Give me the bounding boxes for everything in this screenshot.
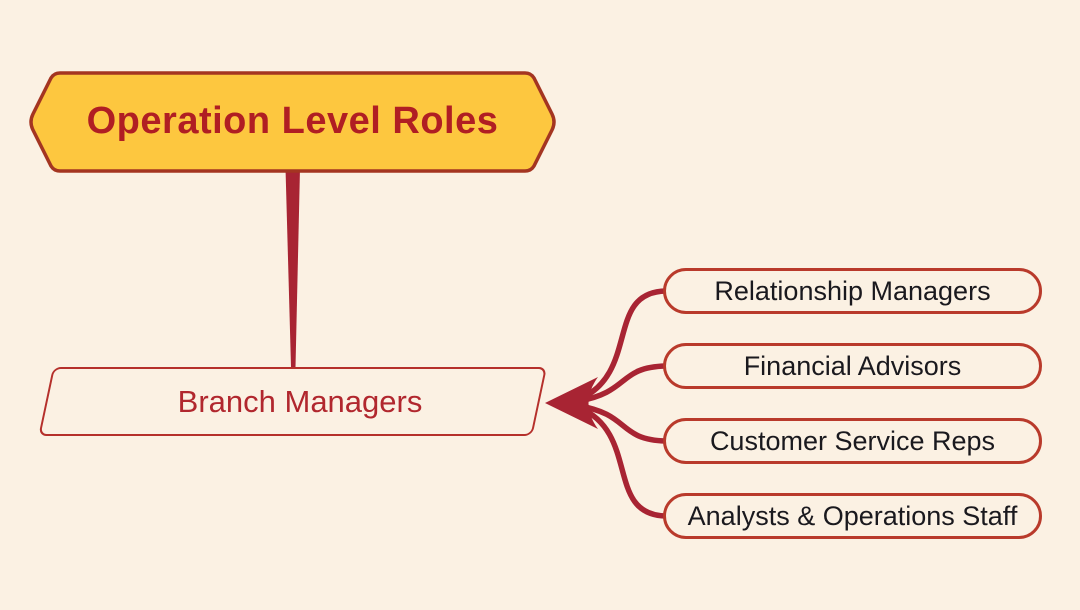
connector-curve-4 xyxy=(577,405,669,519)
root-node-label: Branch Managers xyxy=(177,383,423,419)
connector-curve-3 xyxy=(576,403,669,444)
connector-curve-1 xyxy=(577,288,669,402)
child-node-customer-service-reps[interactable]: Customer Service Reps xyxy=(663,418,1042,464)
connector-curve-2 xyxy=(576,363,669,404)
child-node-analysts-operations-staff[interactable]: Analysts & Operations Staff xyxy=(663,493,1042,539)
title-hexagon-shape xyxy=(29,71,556,173)
child-node-financial-advisors[interactable]: Financial Advisors xyxy=(663,343,1042,389)
arrowhead-left-icon xyxy=(545,377,598,429)
title-node[interactable]: Operation Level Roles xyxy=(86,100,499,142)
child-node-relationship-managers[interactable]: Relationship Managers xyxy=(663,268,1042,314)
trunk-line xyxy=(285,168,300,367)
